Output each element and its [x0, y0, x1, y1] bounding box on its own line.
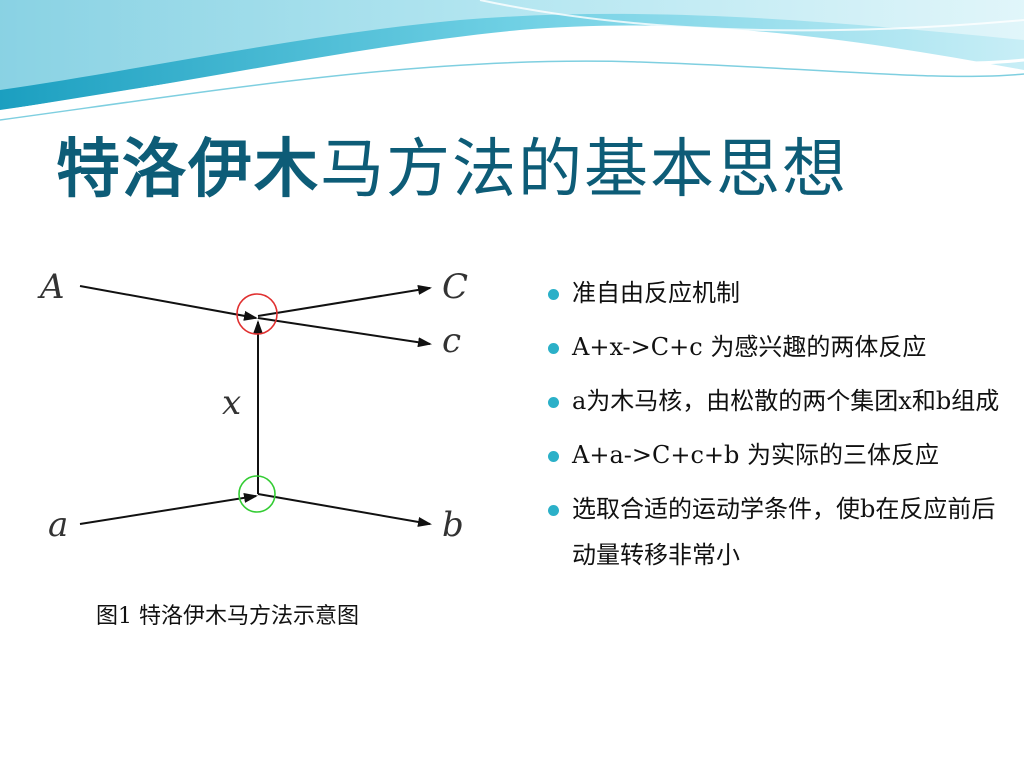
line-C-out — [257, 284, 432, 317]
bullet-item: 选取合适的运动学条件，使b在反应前后动量转移非常小 — [548, 486, 1008, 578]
label-A: A — [37, 267, 65, 307]
figure-caption: 图1 特洛伊木马方法示意图 — [96, 604, 359, 629]
bullet-dot-icon — [548, 289, 559, 300]
lower-vertex-circle — [238, 475, 276, 513]
page-title-rest: 马方法的基本思想 — [320, 133, 848, 207]
bullet-item: A+x->C+c 为感兴趣的两体反应 — [548, 324, 1008, 370]
line-A-in — [79, 285, 258, 321]
bullet-item: A+a->C+c+b 为实际的三体反应 — [548, 432, 1008, 478]
bullet-text: 选取合适的运动学条件，使b在反应前后动量转移非常小 — [572, 495, 996, 569]
line-c-out — [257, 317, 432, 348]
upper-vertex-circle — [236, 293, 278, 335]
bullet-text: 准自由反应机制 — [572, 279, 740, 307]
bullet-list: 准自由反应机制 A+x->C+c 为感兴趣的两体反应 a为木马核，由松散的两个集… — [548, 270, 1008, 586]
page-title: 特洛伊木马方法的基本思想 — [56, 118, 848, 210]
label-b: b — [442, 505, 464, 545]
bullet-item: a为木马核，由松散的两个集团x和b组成 — [548, 378, 1008, 424]
bullet-dot-icon — [548, 505, 559, 516]
bullet-text: a为木马核，由松散的两个集团x和b组成 — [572, 387, 1000, 415]
bullet-dot-icon — [548, 397, 559, 408]
bullet-dot-icon — [548, 343, 559, 354]
bullet-text: A+a->C+c+b 为实际的三体反应 — [572, 441, 939, 469]
label-c: c — [442, 321, 461, 361]
label-a: a — [48, 505, 68, 545]
bullet-dot-icon — [548, 451, 559, 462]
header-wave-banner — [0, 0, 1024, 121]
page-title-bold: 特洛伊木 — [56, 133, 320, 207]
trojan-horse-diagram: A C c x a b — [30, 248, 538, 578]
label-x: x — [222, 383, 241, 423]
bullet-item: 准自由反应机制 — [548, 270, 1008, 316]
line-a-in — [79, 492, 258, 525]
label-C: C — [442, 267, 468, 307]
bullet-text: A+x->C+c 为感兴趣的两体反应 — [572, 333, 927, 361]
line-b-out — [257, 493, 432, 527]
